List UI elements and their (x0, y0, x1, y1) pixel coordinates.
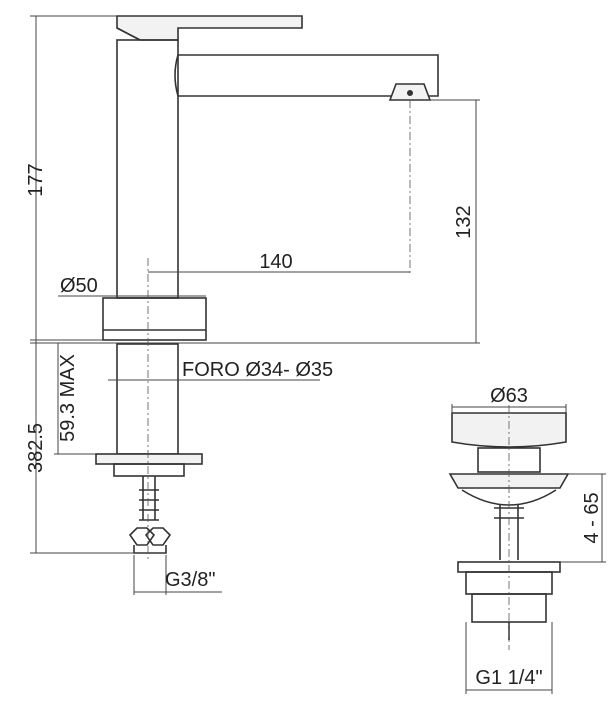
svg-text:382.5: 382.5 (25, 423, 47, 473)
svg-text:Ø63: Ø63 (490, 385, 528, 407)
svg-text:Ø50: Ø50 (60, 275, 98, 297)
dim-drain-thread: G1 1/4" (465, 622, 553, 694)
dim-hole: FORO Ø34- Ø35 (108, 359, 333, 381)
dim-drain-diameter: Ø63 (451, 385, 567, 413)
faucet-body (95, 15, 439, 554)
drain-body (448, 412, 570, 640)
dim-thickness-max: 59.3 MAX (54, 343, 96, 455)
svg-text:59.3 MAX: 59.3 MAX (57, 354, 79, 442)
svg-text:G1 1/4": G1 1/4" (475, 667, 542, 689)
dim-height-total: 177 (25, 15, 117, 343)
svg-text:177: 177 (25, 163, 47, 196)
svg-text:G3/8": G3/8" (165, 569, 215, 591)
dim-drain-range: 4 - 65 (560, 473, 606, 563)
dim-spout-reach: 140 (148, 251, 410, 273)
svg-text:132: 132 (453, 205, 475, 238)
svg-text:4 - 65: 4 - 65 (581, 492, 603, 543)
dim-base-diameter: Ø50 (58, 275, 206, 297)
svg-text:140: 140 (259, 251, 292, 273)
dim-hose-thread: G3/8" (133, 555, 222, 595)
dim-height-hoses: 382.5 (25, 343, 134, 554)
dim-spout-height: 132 (430, 99, 480, 343)
svg-text:FORO Ø34- Ø35: FORO Ø34- Ø35 (182, 359, 333, 381)
